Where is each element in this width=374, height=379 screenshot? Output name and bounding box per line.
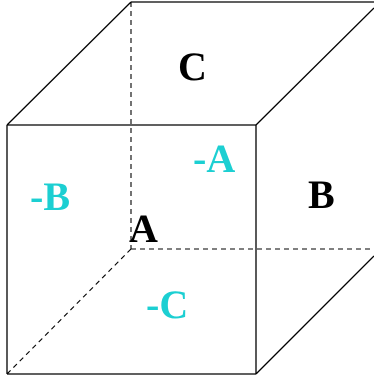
bottom-left-diagonal <box>6 248 132 375</box>
label-top-face: C <box>178 44 207 89</box>
label-front-left: -B <box>30 174 70 219</box>
bottom-right-diagonal <box>255 255 374 375</box>
face-labels: C B A -A -B -C <box>30 44 335 327</box>
hidden-edges <box>6 2 374 375</box>
label-center: A <box>129 206 158 251</box>
visible-edges <box>6 1 374 375</box>
label-front-lower: -C <box>146 282 188 327</box>
label-right-face: B <box>308 172 335 217</box>
top-right-diagonal <box>255 7 374 126</box>
label-front-upper: -A <box>193 136 235 181</box>
top-left-diagonal <box>6 1 132 126</box>
